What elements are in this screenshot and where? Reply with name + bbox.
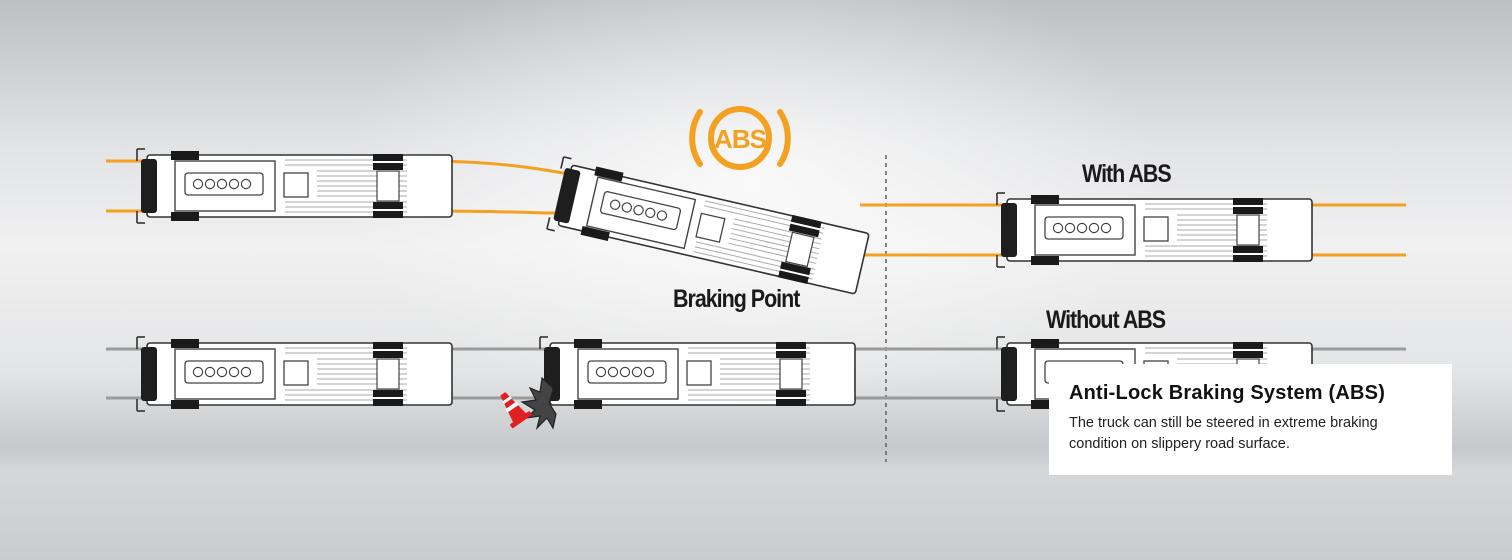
traffic-cone-icon [500,392,532,429]
truck-with-abs-before [136,148,453,224]
info-box-title: Anti-Lock Braking System (ABS) [1069,382,1386,404]
info-box-body: The truck can still be steered in extrem… [1069,415,1378,452]
svg-text:ABS: ABS [714,124,767,154]
info-box: Anti-Lock Braking System (ABS) The truck… [1049,364,1452,475]
truck-without-abs-braking [539,336,856,412]
truck-with-abs-after [996,192,1313,268]
truck-without-abs-before [136,336,453,412]
label-braking-point: Braking Point [673,285,800,313]
label-with-abs: With ABS [1082,160,1172,188]
label-without-abs: Without ABS [1046,306,1166,334]
abs-warning-icon: ABS [689,106,791,170]
truck-with-abs-braking [546,156,872,301]
